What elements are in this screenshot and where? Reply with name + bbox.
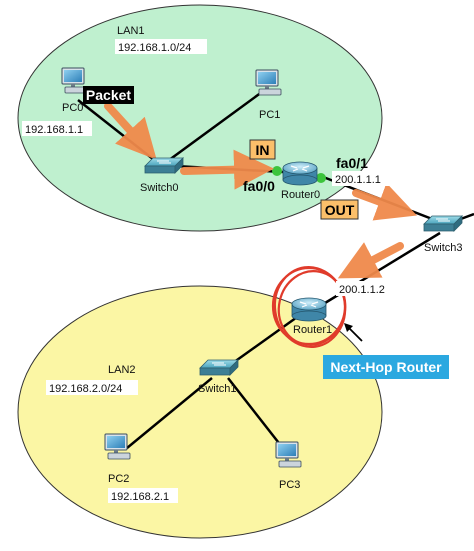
flow-arrow-router0-switch3	[352, 182, 418, 221]
pc0-ip: 192.168.1.1	[25, 124, 83, 136]
next-hop-router-tag: Next-Hop Router	[323, 355, 449, 379]
flow-arrow-switch0-router0	[180, 149, 274, 190]
flow-arrow-switch3-router1	[337, 242, 404, 279]
pc3-computer-icon[interactable]	[275, 441, 302, 468]
switch0-icon[interactable]	[144, 157, 184, 174]
pc3-label: PC3	[279, 479, 300, 491]
in-tag-text: IN	[256, 142, 270, 158]
next-hop-pointer-arrow	[344, 323, 363, 342]
switch3-icon[interactable]	[423, 215, 463, 232]
interface-fa01: fa0/1	[336, 155, 368, 171]
lan1-name: LAN1	[117, 25, 145, 37]
out-tag-text: OUT	[325, 202, 355, 218]
cable-pc1-switch0	[164, 90, 263, 165]
lan1-network-box	[115, 39, 207, 54]
link-dot-fa01	[316, 173, 326, 183]
flow-arrow-pc0-switch0	[104, 102, 157, 160]
pc2-computer-icon[interactable]	[104, 433, 131, 460]
pc0-label: PC0	[62, 102, 83, 114]
pc2-ip: 192.168.2.1	[111, 491, 169, 503]
pc1-computer-icon[interactable]	[255, 69, 282, 96]
router1-icon[interactable]	[291, 297, 327, 322]
switch3-label: Switch3	[424, 242, 463, 254]
lan1-network: 192.168.1.0/24	[118, 42, 191, 54]
router1-ip: 200.1.1.2	[339, 284, 385, 296]
router0-ip-box	[332, 171, 392, 186]
next-hop-router-tag-text: Next-Hop Router	[330, 359, 442, 375]
out-tag: OUT	[320, 199, 359, 220]
cable-switch1-pc3	[227, 377, 283, 448]
router1-highlight-circle	[271, 265, 347, 349]
pc0-computer-icon[interactable]	[61, 67, 88, 94]
pc0-ip-box	[22, 121, 92, 136]
router1-label: Router1	[293, 324, 332, 336]
lan2-network-box	[46, 380, 138, 395]
cable-switch1-pc2	[126, 377, 213, 449]
router1-ip-box	[336, 281, 396, 296]
switch0-label: Switch0	[140, 182, 179, 194]
router0-ip: 200.1.1.1	[335, 174, 381, 186]
lan2-network: 192.168.2.0/24	[49, 383, 122, 395]
link-dot-fa00	[272, 166, 282, 176]
pc1-label: PC1	[259, 109, 280, 121]
packet-tag-text: Packet	[86, 87, 131, 103]
lan1-area	[17, 4, 383, 232]
switch1-icon[interactable]	[199, 359, 239, 376]
pc2-label: PC2	[108, 473, 129, 485]
packet-flow-arrows	[104, 102, 418, 279]
switch1-label: Switch1	[198, 383, 237, 395]
interface-fa00: fa0/0	[243, 178, 275, 194]
in-tag: IN	[249, 139, 276, 160]
lan2-name: LAN2	[108, 364, 136, 376]
router0-icon[interactable]	[282, 161, 318, 186]
packet-tag: Packet	[83, 86, 134, 104]
pc2-ip-box	[108, 488, 178, 503]
router0-label: Router0	[281, 189, 320, 201]
lan2-area	[17, 285, 383, 539]
